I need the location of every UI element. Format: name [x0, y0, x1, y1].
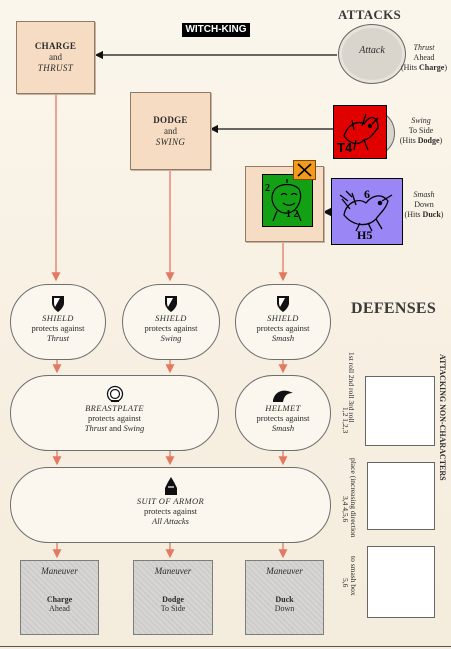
- defense-line1: protects against: [31, 323, 85, 333]
- helmet-icon: [273, 390, 293, 402]
- troll-icon: [271, 179, 302, 222]
- shield-icon: [277, 296, 289, 312]
- defense-line2: All Attacks: [152, 516, 189, 526]
- armor-helm-icon: [164, 477, 177, 495]
- attack-hits-target: Duck: [422, 210, 441, 219]
- bottom-divider: [0, 646, 451, 647]
- defense-line1: protects against: [144, 323, 198, 333]
- defense-line2-a: Thrust: [84, 423, 107, 433]
- defense-title: BREASTPLATE: [85, 403, 144, 413]
- counter-bottom-value: H5: [357, 228, 373, 242]
- wolf-rider-icon: [343, 113, 379, 151]
- shield-icon: [165, 296, 177, 312]
- maneuver-name: DODGE: [153, 114, 188, 125]
- defense-line2: Swing: [160, 333, 182, 343]
- defense-line2: Smash: [271, 423, 295, 433]
- attack-hits-post: ): [440, 210, 444, 219]
- attack-line2: Down: [414, 200, 434, 209]
- shield-thrust-box[interactable]: SHIELD protects against Thrust: [10, 284, 106, 360]
- shield-swing-box[interactable]: SHIELD protects against Swing: [122, 284, 220, 360]
- charge-thrust-box[interactable]: CHARGE and THRUST: [16, 21, 95, 94]
- defense-title: SHIELD: [42, 313, 74, 323]
- attack-hits-target: Dodge: [417, 136, 440, 145]
- defense-title: SUIT OF ARMOR: [136, 496, 205, 506]
- orange-marker-counter[interactable]: [293, 160, 316, 180]
- attack-box-2[interactable]: [367, 462, 435, 530]
- defense-line1: protects against: [87, 413, 142, 423]
- crossed-swords-icon: [297, 163, 312, 177]
- attack-line1: Thrust: [413, 43, 435, 52]
- green-monster-counter[interactable]: 2 1 2: [262, 174, 313, 227]
- defense-line2-c: Swing: [123, 423, 145, 433]
- maneuver-move: THRUST: [37, 63, 74, 73]
- attack-circle-label: Attack: [359, 45, 385, 56]
- attack-box-3[interactable]: [367, 546, 435, 618]
- swing-description: Swing To Side (Hits Dodge): [391, 116, 451, 146]
- red-monster-counter[interactable]: T4: [333, 105, 387, 159]
- suit-of-armor-box[interactable]: SUIT OF ARMOR protects against All Attac…: [10, 467, 331, 543]
- attack-line1: Swing: [411, 116, 431, 125]
- attack-hits-pre: (Hits: [399, 136, 418, 145]
- shield-icon: [52, 296, 64, 312]
- placement-note: place (increasing direction: [349, 458, 358, 538]
- helmet-box[interactable]: HELMET protects against Smash: [235, 375, 331, 451]
- attack-hits-pre: (Hits: [401, 63, 419, 72]
- maneuver-line1: Dodge: [162, 595, 184, 604]
- attack-box-1[interactable]: [365, 376, 435, 446]
- dodge-swing-box[interactable]: DODGE and SWING: [130, 92, 211, 170]
- attack-line1: Smash: [413, 190, 435, 199]
- defense-line1: protects against: [143, 506, 198, 516]
- attack-hits-target: Charge: [419, 63, 445, 72]
- maneuver-and: and: [49, 52, 62, 62]
- thrust-attack-circle[interactable]: Attack: [338, 24, 406, 84]
- defense-line1: protects against: [256, 413, 310, 423]
- maneuver-dodge-box[interactable]: Maneuver Dodge To Side: [133, 560, 213, 635]
- maneuver-heading: Maneuver: [41, 566, 78, 576]
- breastplate-box[interactable]: BREASTPLATE protects against Thrust and …: [10, 375, 219, 451]
- maneuver-charge-box[interactable]: Maneuver Charge Ahead: [20, 560, 99, 635]
- breastplate-icon: [106, 385, 123, 403]
- maneuver-line2: To Side: [160, 604, 186, 613]
- counter-top-value: 6: [364, 187, 370, 201]
- attacking-non-characters-heading: ATTACKING NON-CHARACTERS: [438, 354, 447, 481]
- maneuver-duck-box[interactable]: Maneuver Duck Down: [245, 560, 324, 635]
- defense-title: SHIELD: [155, 313, 187, 323]
- maneuver-name: CHARGE: [34, 41, 77, 51]
- witch-king-counter[interactable]: WITCH-KING: [182, 23, 250, 37]
- maneuver-move: SWING: [155, 136, 186, 147]
- attacks-heading: ATTACKS: [338, 7, 402, 22]
- purple-monster-counter[interactable]: 6 H5: [331, 178, 403, 245]
- attack-hits-post: ): [444, 63, 447, 72]
- attack-line2: To Side: [408, 126, 434, 135]
- counter-top-value: 2: [265, 183, 270, 194]
- defense-title: SHIELD: [267, 313, 299, 323]
- maneuver-line1: Duck: [275, 595, 294, 604]
- thrust-description: Thrust Ahead (Hits Charge): [398, 43, 450, 73]
- defense-title: HELMET: [265, 403, 301, 413]
- maneuver-line1: Charge: [46, 595, 73, 604]
- maneuver-and: and: [164, 125, 177, 136]
- attack-hits-post: ): [439, 136, 443, 145]
- attack-line2: Ahead: [413, 53, 435, 62]
- counter-bottom-value: 1 2: [286, 209, 299, 220]
- counter-value: T4: [337, 140, 353, 155]
- maneuver-line2: Down: [274, 604, 295, 613]
- defense-line1: protects against: [256, 323, 310, 333]
- attack-hits-pre: (Hits: [404, 210, 423, 219]
- defenses-heading: DEFENSES: [351, 300, 437, 317]
- defense-line2-b: and: [106, 423, 124, 433]
- shield-smash-box[interactable]: SHIELD protects against Smash: [235, 284, 331, 360]
- defense-line2: Thrust: [46, 333, 70, 343]
- smash-box-note: to smash box: [349, 556, 358, 596]
- maneuver-heading: Maneuver: [266, 566, 303, 576]
- dragon-icon: [339, 190, 393, 232]
- maneuver-line2: Ahead: [49, 604, 70, 613]
- smash-description: Smash Down (Hits Duck): [398, 190, 450, 220]
- maneuver-heading: Maneuver: [154, 566, 192, 576]
- defense-line2: Smash: [271, 333, 295, 343]
- roll-values-1: 1,2 1,2,3: [341, 407, 350, 434]
